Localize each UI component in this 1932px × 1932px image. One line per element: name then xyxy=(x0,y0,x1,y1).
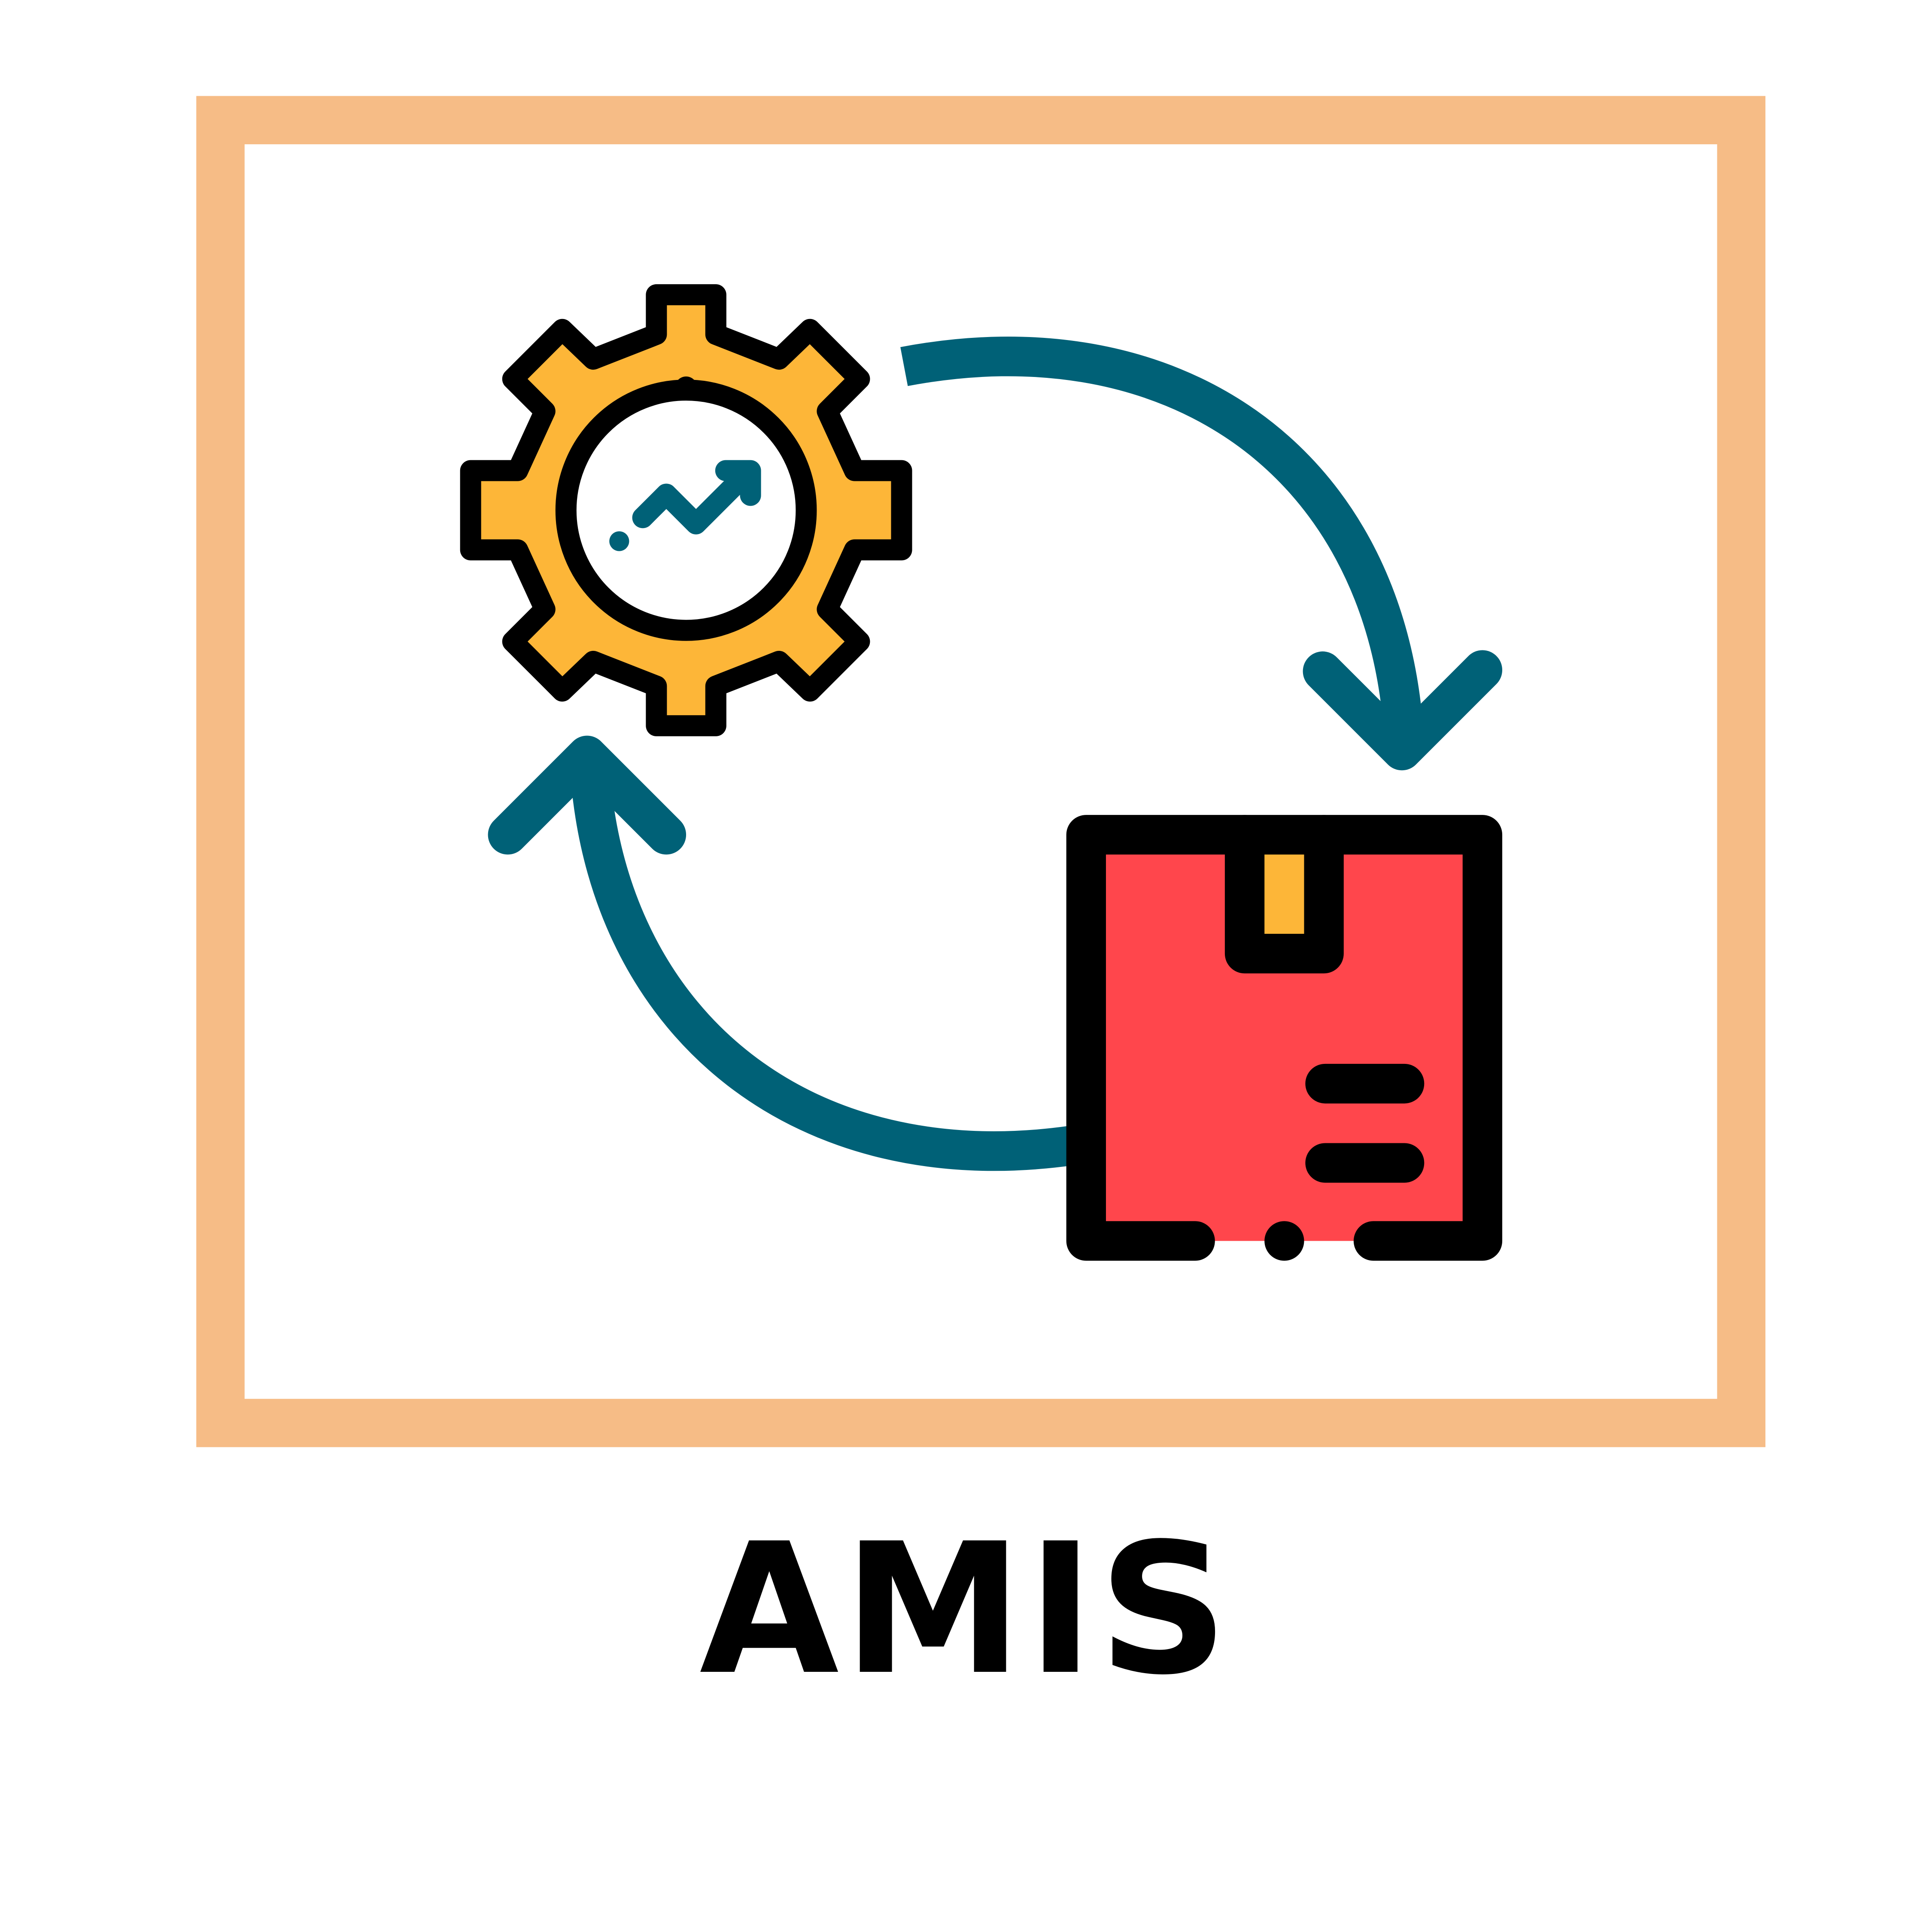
cycle-arrow-return-icon xyxy=(488,735,1074,1171)
logo-frame xyxy=(196,96,1766,1447)
cycle-arrow-forward-icon xyxy=(900,337,1503,771)
package-box-icon xyxy=(1066,815,1503,1261)
gear-icon xyxy=(460,284,912,736)
brand-name: AMIS xyxy=(699,1505,1233,1715)
trend-up-icon xyxy=(609,460,761,551)
